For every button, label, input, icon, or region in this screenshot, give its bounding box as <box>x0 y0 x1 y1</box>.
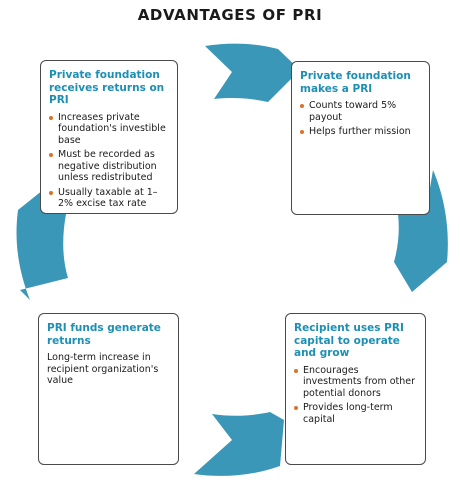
bullet-item: Provides long-term capital <box>294 402 417 425</box>
bullet-text: Counts toward 5% payout <box>309 100 397 123</box>
box-title: Private foundation makes a PRI <box>300 70 411 95</box>
bullet-text: Must be recorded as negative distributio… <box>58 149 157 183</box>
bullet-dot-icon <box>294 406 298 410</box>
box-text: Long-term increase in recipient organiza… <box>47 352 159 386</box>
cycle-arrow-right <box>394 170 448 292</box>
bullet-dot-icon <box>294 368 298 373</box>
bullet-text: Encourages investments from other potent… <box>303 364 416 399</box>
bullet-item: Encourages investments from other potent… <box>294 365 417 400</box>
bullet-item: Increases private foundation's investibl… <box>49 112 169 147</box>
box-title: Private foundation receives returns on P… <box>49 69 165 106</box>
box-title: PRI funds generate returns <box>47 322 161 347</box>
bullet-text: Helps further mission <box>309 126 411 137</box>
bullet-list: Increases private foundation's investibl… <box>49 112 169 210</box>
bullet-item: Must be recorded as negative distributio… <box>49 149 169 184</box>
bullet-item: Usually taxable at 1–2% excise tax rate <box>49 187 169 210</box>
bullet-item: Counts toward 5% payout <box>300 100 421 123</box>
bullet-dot-icon <box>49 153 53 157</box>
bullet-list: Encourages investments from other potent… <box>294 365 417 426</box>
diagram-title: ADVANTAGES OF PRI <box>137 6 323 24</box>
box-recipient-uses-capital: Recipient uses PRI capital to operate an… <box>285 313 426 465</box>
bullet-dot-icon <box>300 104 304 108</box>
bullet-list: Counts toward 5% payout Helps further mi… <box>300 100 421 138</box>
bullet-text: Provides long-term capital <box>303 402 393 425</box>
box-foundation-receives-returns: Private foundation receives returns on P… <box>40 60 178 214</box>
cycle-arrow-top <box>205 43 300 102</box>
bullet-dot-icon <box>300 130 304 134</box>
bullet-text: Usually taxable at 1–2% excise tax rate <box>58 186 158 210</box>
cycle-arrow-left <box>16 186 68 300</box>
box-foundation-makes-pri: Private foundation makes a PRI Counts to… <box>291 61 430 215</box>
bullet-text: Increases private foundation's investibl… <box>58 111 166 146</box>
box-pri-funds-generate-returns: PRI funds generate returns Long-term inc… <box>38 313 179 465</box>
cycle-arrow-bottom <box>194 412 284 476</box>
bullet-dot-icon <box>49 115 53 120</box>
bullet-dot-icon <box>49 190 53 195</box>
box-title: Recipient uses PRI capital to operate an… <box>294 322 404 359</box>
bullet-item: Helps further mission <box>300 126 421 138</box>
